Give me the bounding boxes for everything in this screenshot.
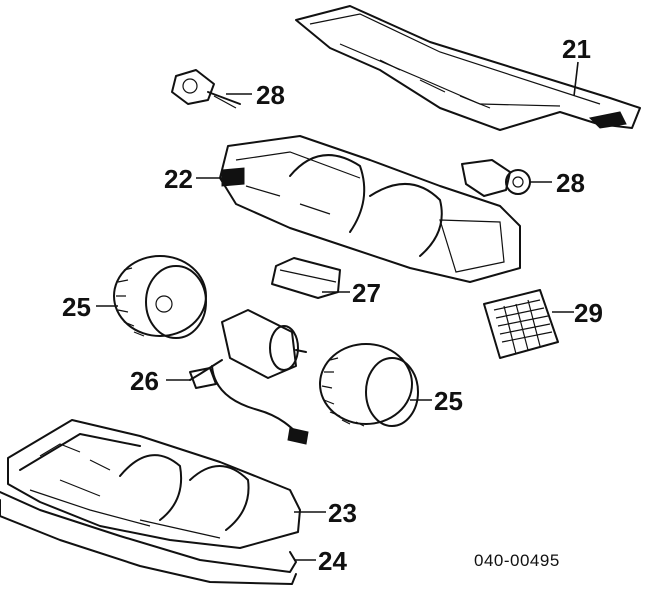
callout-28-top: 28 bbox=[256, 80, 285, 110]
part-23-lower-housing bbox=[7, 419, 301, 549]
part-22-blower-housing bbox=[219, 135, 521, 283]
part-28-sensor-top bbox=[171, 69, 241, 109]
callout-26: 26 bbox=[130, 366, 159, 396]
part-24-gasket bbox=[0, 491, 297, 585]
callout-25-left: 25 bbox=[62, 292, 91, 322]
part-29-grille bbox=[483, 289, 559, 359]
callout-27: 27 bbox=[352, 278, 381, 308]
callout-24: 24 bbox=[318, 546, 347, 576]
callout-23: 23 bbox=[328, 498, 357, 528]
diagram-code: 040-00495 bbox=[474, 551, 560, 570]
callout-21: 21 bbox=[562, 34, 591, 64]
part-25-blower-wheel-left bbox=[113, 255, 207, 339]
part-21-cowl-panel bbox=[295, 5, 641, 131]
callout-22: 22 bbox=[164, 164, 193, 194]
callout-28-right: 28 bbox=[556, 168, 585, 198]
leader-21 bbox=[573, 61, 579, 97]
part-25-blower-wheel-right bbox=[319, 343, 419, 427]
callout-25-right: 25 bbox=[434, 386, 463, 416]
part-28-sensor-right bbox=[461, 159, 531, 197]
part-26-blower-motor bbox=[189, 309, 309, 445]
callout-29: 29 bbox=[574, 298, 603, 328]
